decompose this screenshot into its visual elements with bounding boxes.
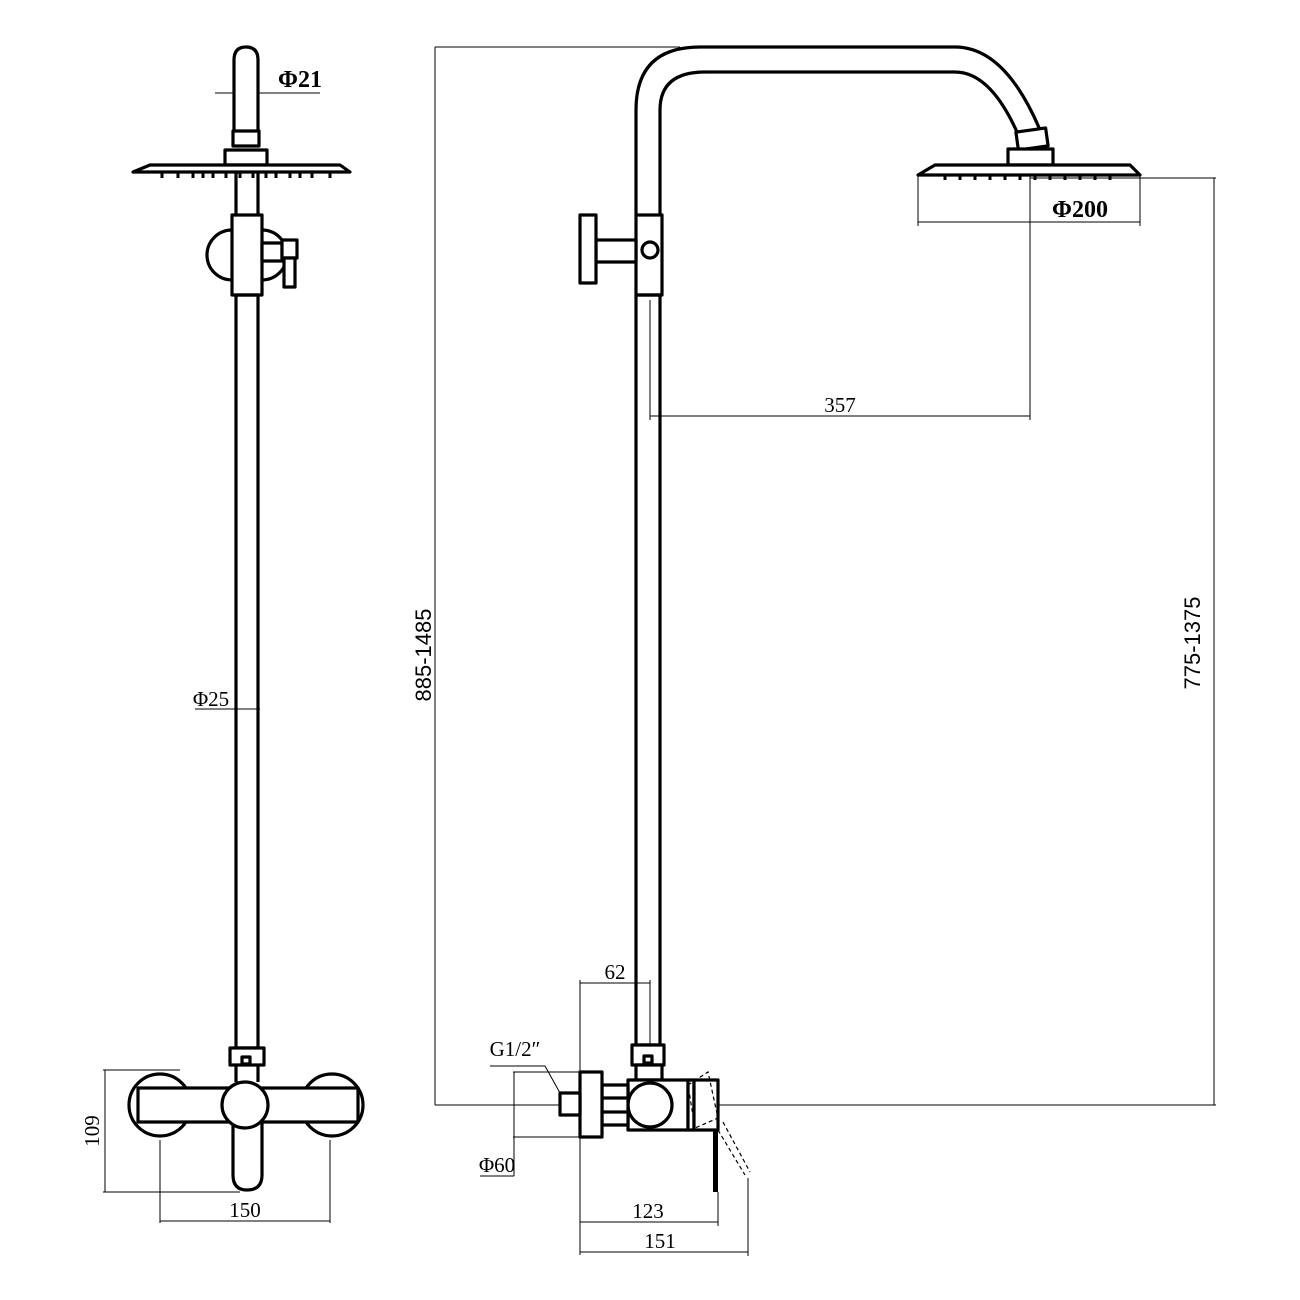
side-shower-head — [916, 163, 1142, 177]
dim-head-diameter: Φ200 — [1052, 197, 1108, 223]
front-head-block — [223, 148, 269, 167]
dim-mixer-width: 150 — [229, 1198, 261, 1222]
side-inlet-nipple — [558, 1091, 582, 1117]
front-nozzles — [160, 172, 332, 178]
dim-head-height: 775-1375 — [1180, 597, 1205, 690]
side-riser-pipe — [634, 293, 662, 1047]
side-mixer-lever — [713, 1130, 718, 1192]
front-mixer-lever — [231, 1113, 264, 1192]
dim-inlet-thread: G1/2″ — [490, 1037, 541, 1061]
side-diverter-knob — [640, 240, 660, 260]
dim-mixer-depth-lever: 151 — [644, 1229, 676, 1253]
front-mixer-cartridge — [220, 1080, 270, 1130]
dim-pipe-diameter: Φ25 — [193, 687, 229, 711]
front-view: Φ21 Φ25 109 150 — [80, 45, 365, 1223]
side-flange — [578, 1070, 604, 1139]
side-lever-open-position — [687, 1071, 751, 1176]
side-arm-outer — [634, 45, 1042, 215]
dim-total-height: 885-1485 — [411, 609, 436, 702]
side-head-block — [1006, 147, 1055, 167]
front-diverter-lever — [282, 256, 297, 289]
side-diverter-handle — [578, 213, 598, 285]
side-mixer-handle — [692, 1078, 720, 1132]
side-head-collar — [1014, 126, 1050, 152]
front-diverter-disc — [205, 228, 233, 282]
front-diverter-stem — [260, 241, 284, 263]
front-riser-pipe — [234, 293, 260, 1050]
dim-mixer-height: 109 — [80, 1115, 104, 1147]
side-view: 885-1485 775-1375 Φ200 357 62 G1/2″ Φ60 — [411, 45, 1216, 1256]
front-dimensions: Φ21 Φ25 109 150 — [80, 67, 331, 1223]
front-shower-head — [131, 163, 352, 174]
side-arm-inner — [658, 70, 1019, 215]
front-diverter-body — [230, 213, 264, 297]
dim-flange-diameter: Φ60 — [479, 1153, 515, 1177]
dim-arm-reach: 357 — [824, 393, 856, 417]
dim-arm-diameter: Φ21 — [278, 67, 322, 93]
dim-mixer-depth: 123 — [632, 1199, 664, 1223]
side-diverter-stem — [594, 238, 638, 264]
side-mixer-cartridge — [626, 1081, 674, 1129]
side-hex-nut — [600, 1083, 630, 1127]
front-arm-collar — [231, 129, 261, 148]
side-dimensions: 885-1485 775-1375 Φ200 357 62 G1/2″ Φ60 — [411, 46, 1216, 1256]
front-arm — [232, 45, 260, 132]
dim-pipe-offset: 62 — [605, 960, 626, 984]
